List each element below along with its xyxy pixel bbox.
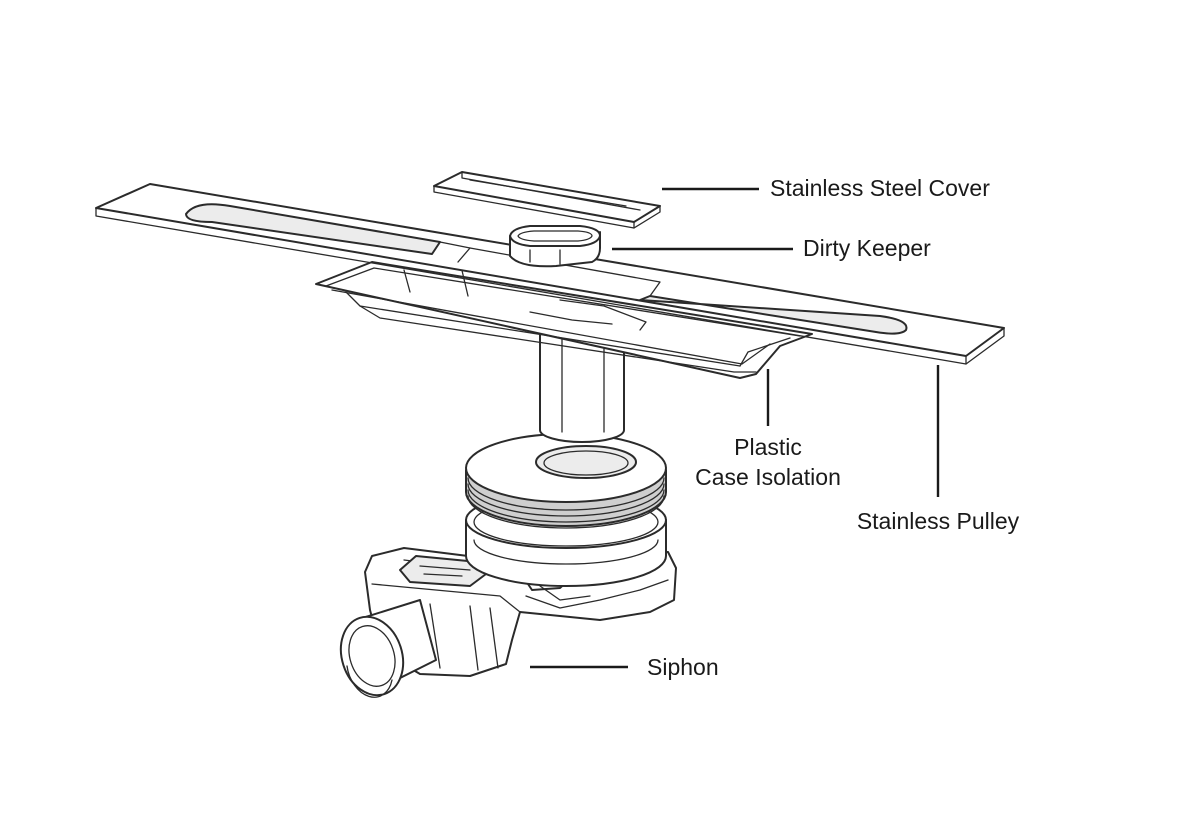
label-dirty-keeper: Dirty Keeper	[803, 235, 931, 261]
plastic-case-part	[315, 249, 813, 379]
label-stainless-pulley: Stainless Pulley	[857, 508, 1020, 534]
seal-ring	[465, 433, 667, 529]
stainless-steel-cover-part	[433, 171, 661, 229]
stainless-pulley-part	[95, 183, 1005, 365]
label-stainless-steel-cover: Stainless Steel Cover	[770, 175, 990, 201]
label-plastic-case-isolation-line2: Case Isolation	[695, 464, 841, 490]
drain-pipe	[539, 329, 625, 443]
dirty-keeper-part	[509, 225, 601, 268]
label-plastic-case-isolation-line1: Plastic	[734, 434, 802, 460]
label-siphon: Siphon	[647, 654, 719, 680]
